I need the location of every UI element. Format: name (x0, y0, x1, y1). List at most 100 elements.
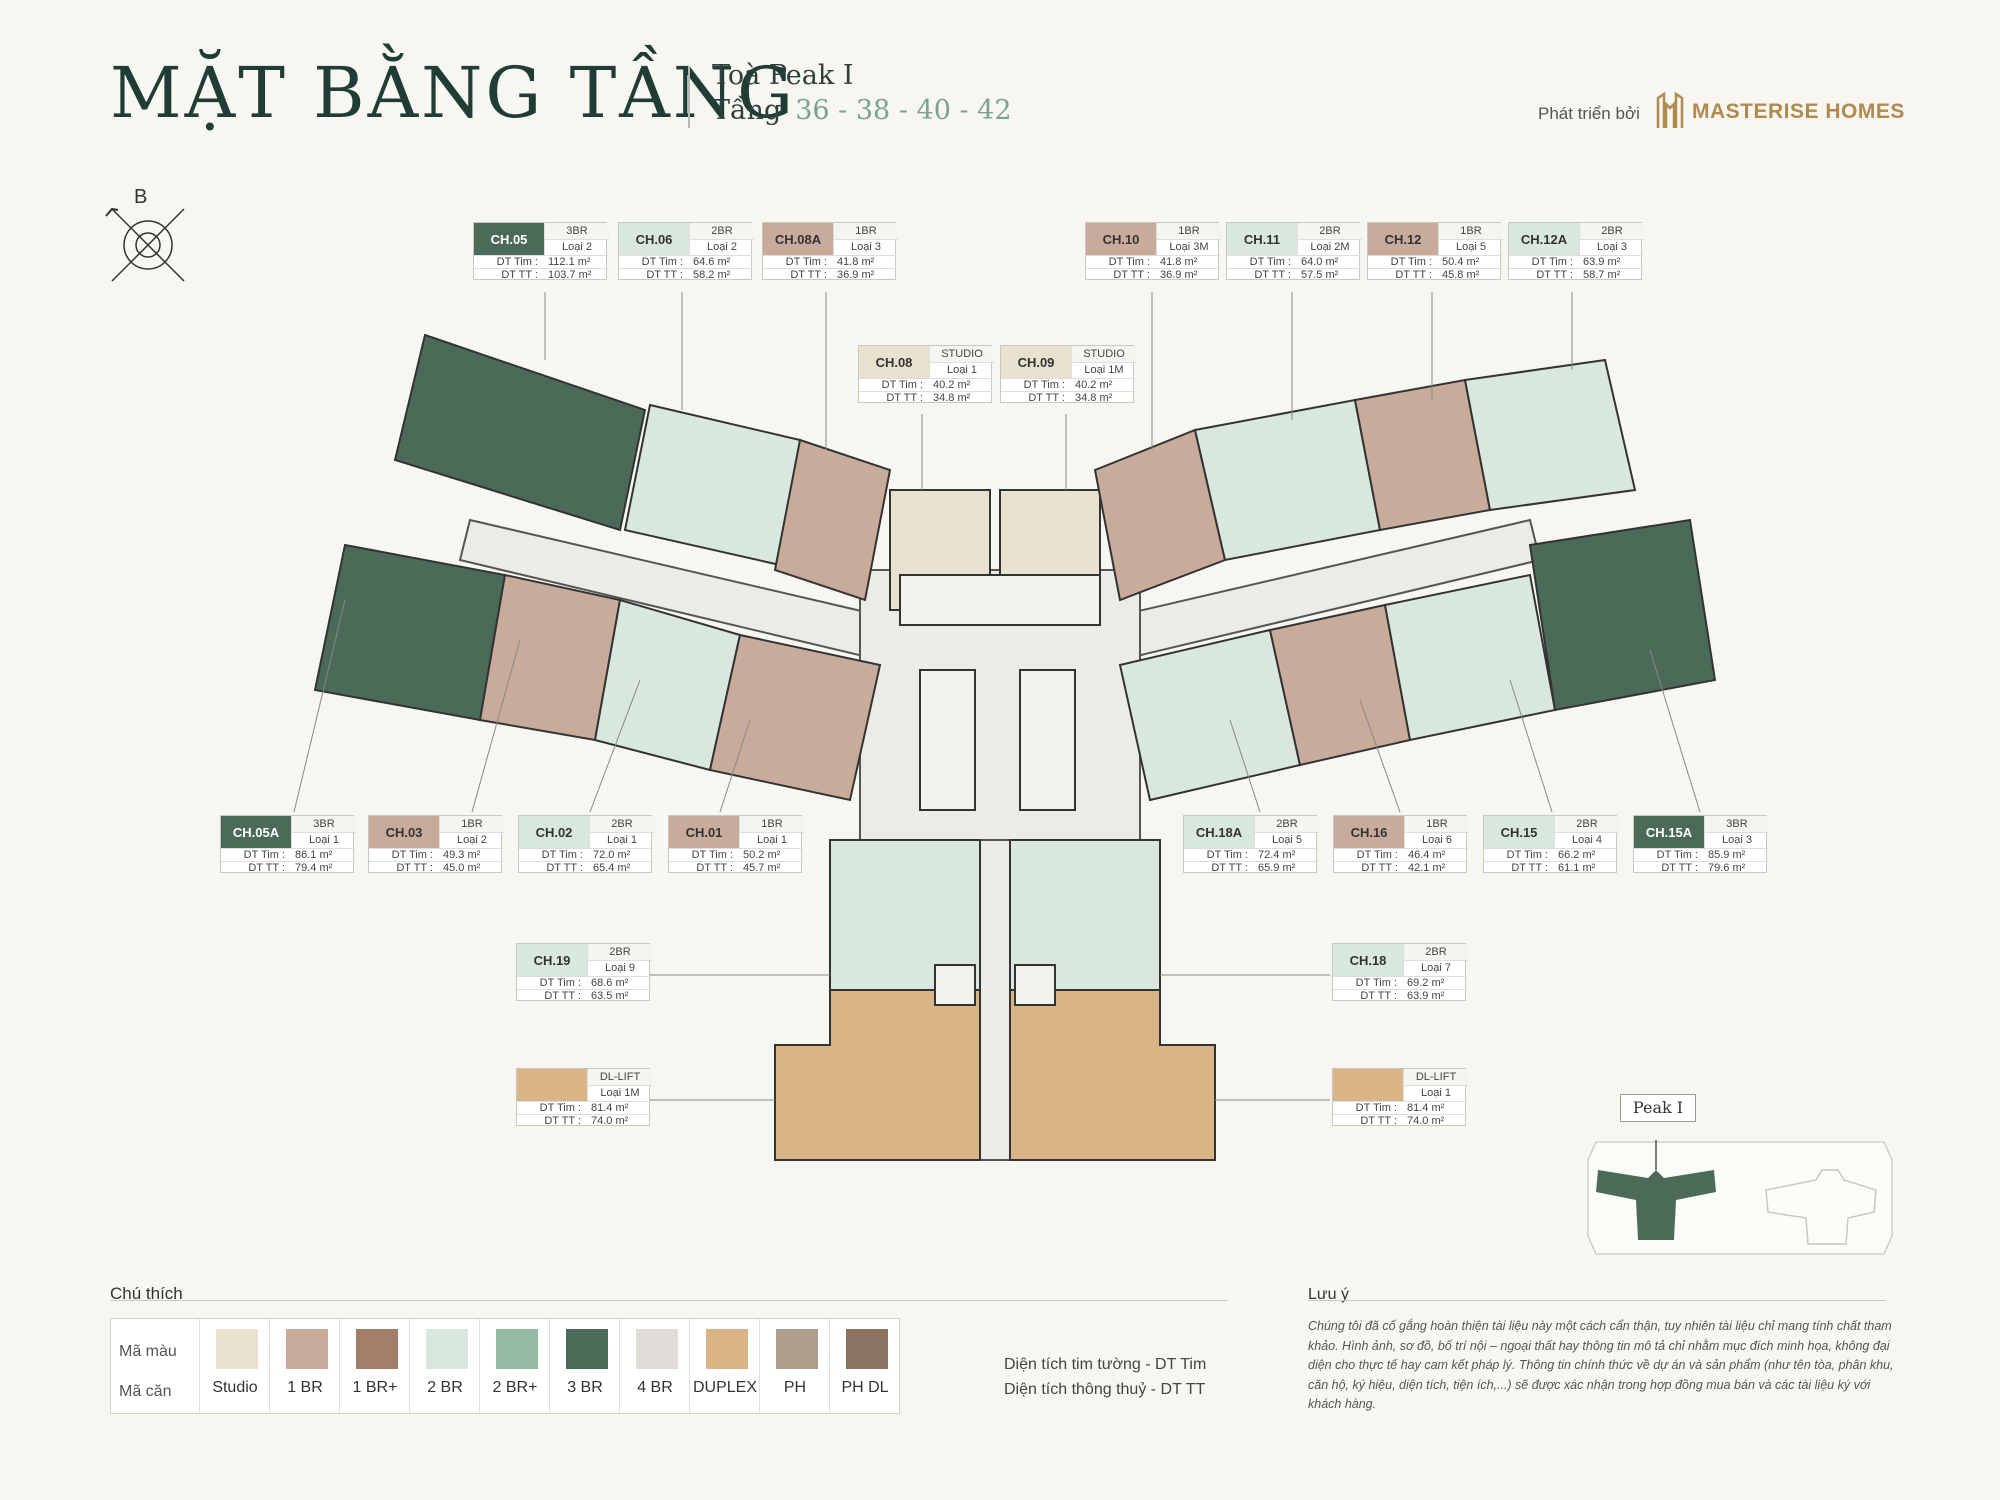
dt-tim-value: 41.8 m² (1160, 256, 1198, 268)
unit-area-tt-row: DT TT :34.8 m² (859, 391, 993, 405)
legend-swatch (286, 1329, 328, 1369)
dt-tim-label: DT Tim : (539, 1102, 581, 1114)
unit-type: 2BR (689, 223, 754, 240)
dt-tt-value: 36.9 m² (1160, 269, 1198, 281)
unit-type: DL-LIFT (587, 1069, 652, 1086)
dt-tt-label: DT TT : (1661, 862, 1698, 874)
legend-item: 2 BR (409, 1319, 480, 1413)
unit-code: CH.19 (517, 944, 587, 976)
unit-area-tim-row: DT Tim :86.1 m² (221, 848, 355, 862)
unit-code: CH.03 (369, 816, 439, 848)
legend-item-name: PH DL (841, 1379, 889, 1396)
unit-area-tim-row: DT Tim :72.4 m² (1184, 848, 1318, 862)
keyplan-peak-i (1596, 1170, 1716, 1240)
unit-layout-type: Loại 7 (1403, 960, 1468, 976)
legend-code-row-label: Mã căn (119, 1383, 172, 1400)
unit-area-tim-row: DT Tim :112.1 m² (474, 255, 608, 269)
area-note-dt-tim: Diện tích tim tường - DT Tim (1004, 1356, 1207, 1373)
unit-area-tt-row: DT TT :74.0 m² (1333, 1114, 1467, 1128)
dt-tt-value: 45.8 m² (1442, 269, 1480, 281)
unit-code: CH.18 (1333, 944, 1403, 976)
unit-type: 1BR (1156, 223, 1221, 240)
dt-tt-label: DT TT : (1361, 862, 1398, 874)
unit-ch05 (393, 333, 647, 532)
unit-code: CH.08A (763, 223, 833, 255)
unit-area-tt-row: DT TT :79.4 m² (221, 861, 355, 875)
legend-divider (110, 1300, 1228, 1301)
dt-tt-label: DT TT : (1360, 1115, 1397, 1127)
unit-area-tt-row: DT TT :58.2 m² (619, 268, 753, 282)
unit-area-tim-row: DT Tim :50.4 m² (1368, 255, 1502, 269)
unit-code: CH.18A (1184, 816, 1254, 848)
dt-tt-label: DT TT : (1028, 392, 1065, 404)
key-plan (1587, 1140, 1893, 1255)
legend-item-name: 3 BR (567, 1379, 603, 1396)
unit-layout-type: Loại 5 (1254, 832, 1319, 848)
dt-tim-label: DT Tim : (1356, 849, 1398, 861)
legend-item: 3 BR (549, 1319, 620, 1413)
legend-swatch (706, 1329, 748, 1369)
dt-tt-label: DT TT : (1211, 862, 1248, 874)
dt-tim-label: DT Tim : (1355, 1102, 1397, 1114)
unit-type: 2BR (1403, 944, 1468, 961)
unit-area-tim-row: DT Tim :64.6 m² (619, 255, 753, 269)
compass-north-label: B (134, 186, 148, 208)
unit-area-tt-row: DT TT :45.8 m² (1368, 268, 1502, 282)
legend-color-row-label: Mã màu (119, 1343, 177, 1360)
unit-area-tim-row: DT Tim :64.0 m² (1227, 255, 1361, 269)
unit-layout-type: Loại 5 (1438, 239, 1503, 255)
unit-area-tim-row: DT Tim :40.2 m² (859, 378, 993, 392)
dt-tt-value: 57.5 m² (1301, 269, 1339, 281)
compass-icon (105, 207, 185, 282)
dt-tim-label: DT Tim : (1390, 256, 1432, 268)
dt-tim-value: 81.4 m² (1407, 1102, 1445, 1114)
unit-duplex-left (774, 989, 981, 1161)
unit-area-tt-row: DT TT :58.7 m² (1509, 268, 1643, 282)
dt-tt-value: 63.9 m² (1407, 990, 1445, 1002)
legend-item-name: 2 BR+ (492, 1379, 538, 1396)
page-title: MẶT BẰNG TẦNG (110, 52, 796, 134)
legend-item-name: 1 BR (287, 1379, 323, 1396)
unit-layout-type: Loại 1M (1071, 362, 1136, 378)
lift-core-right (1019, 669, 1076, 811)
legend-swatch (426, 1329, 468, 1369)
dt-tim-value: 85.9 m² (1708, 849, 1746, 861)
unit-code: CH.12A (1509, 223, 1579, 255)
title-divider (688, 66, 690, 128)
unit-duplex-right (1009, 989, 1216, 1161)
dt-tim-label: DT Tim : (1108, 256, 1150, 268)
unit-layout-type: Loại 2 (689, 239, 754, 255)
legend-item-name: 2 BR (427, 1379, 463, 1396)
unit-layout-type: Loại 3M (1156, 239, 1221, 255)
unit-code: CH.01 (669, 816, 739, 848)
unit-layout-type: Loại 2 (544, 239, 609, 255)
dt-tim-value: 46.4 m² (1408, 849, 1446, 861)
unit-area-tim-row: DT Tim :72.0 m² (519, 848, 653, 862)
unit-area-tt-row: DT TT :57.5 m² (1227, 268, 1361, 282)
unit-layout-type: Loại 1 (1403, 1085, 1468, 1101)
legend-item-name: Studio (212, 1379, 258, 1396)
unit-area-tim-row: DT Tim :49.3 m² (369, 848, 503, 862)
unit-code: CH.16 (1334, 816, 1404, 848)
private-lift-left (934, 964, 976, 1006)
unit-type: 3BR (544, 223, 609, 240)
dt-tt-value: 63.5 m² (591, 990, 629, 1002)
unit-type: 1BR (439, 816, 504, 833)
brand-name: MASTERISE HOMES (1692, 100, 1905, 123)
unit-ch01 (708, 633, 882, 802)
legend-swatch (566, 1329, 608, 1369)
tower-name: Toà Peak I (712, 60, 854, 91)
lift-shafts-top (899, 574, 1101, 626)
unit-area-tim-row: DT Tim :63.9 m² (1509, 255, 1643, 269)
dt-tt-label: DT TT : (1536, 269, 1573, 281)
unit-area-tt-row: DT TT :36.9 m² (1086, 268, 1220, 282)
unit-area-tt-row: DT TT :36.9 m² (763, 268, 897, 282)
dt-tim-value: 64.0 m² (1301, 256, 1339, 268)
dt-tt-label: DT TT : (1360, 990, 1397, 1002)
dt-tt-label: DT TT : (544, 1115, 581, 1127)
